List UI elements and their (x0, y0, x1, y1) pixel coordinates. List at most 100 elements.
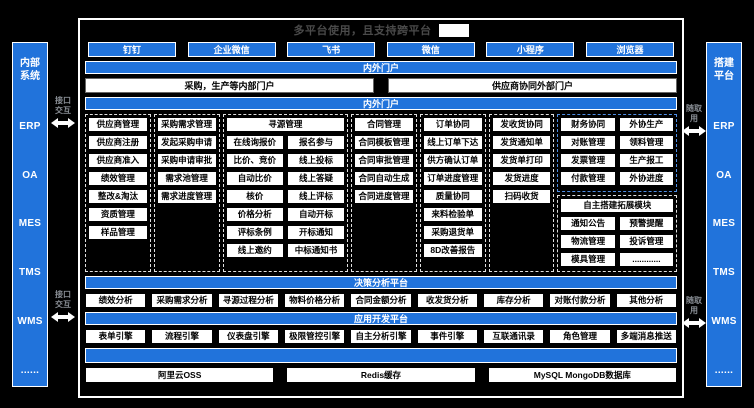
group-sourcing: 寻源管理在线询报价报名参与比价、竞价线上投标自动比价线上答疑核价线上评标价格分析… (222, 114, 349, 272)
module-item: 需求进度管理 (156, 189, 217, 204)
module-item: 中标通知书 (286, 243, 346, 258)
dev-item: 流程引擎 (151, 329, 213, 344)
module-header: 合同管理 (354, 117, 414, 132)
module-item: 发货单打印 (491, 153, 552, 168)
module-item: 整改&淘汰 (88, 189, 148, 204)
double-arrow-icon (51, 118, 75, 128)
client-platform-button: 浏览器 (585, 42, 674, 57)
module-item: 外协进度 (618, 171, 675, 186)
module-item: 资质管理 (88, 207, 148, 222)
storage-item: 阿里云OSS (85, 367, 275, 383)
module-header: 发收货协同 (491, 117, 552, 132)
module-header: 订单协同 (422, 117, 483, 132)
module-item: 发票管理 (560, 153, 616, 168)
client-platform-button: 企业微信 (187, 42, 276, 57)
group-custom-extension: 自主搭建拓展模块通知公告预警提醒物流管理投诉管理模具管理............ (557, 194, 678, 272)
dev-item: 自主分析引擎 (350, 329, 412, 344)
module-item: 质量协同 (422, 189, 483, 204)
storage-items-row: 阿里云OSS Redis缓存 MySQL MongoDB数据库 (85, 367, 677, 383)
rail-system-label: TMS (712, 267, 735, 279)
module-item: 合同自动生成 (354, 171, 414, 186)
module-item: ............ (618, 251, 675, 267)
group-items: 发货通知单发货单打印发货进度扫码收货 (491, 135, 552, 204)
double-arrow-icon (51, 312, 75, 322)
group-items: 在线询报价报名参与比价、竞价线上投标自动比价线上答疑核价线上评标价格分析自动开标… (225, 135, 346, 258)
diagram-title-row: 多平台使用，且支持跨平台 (85, 22, 677, 38)
rail-system-label: TMS (18, 267, 41, 279)
storage-item: MySQL MongoDB数据库 (487, 367, 677, 383)
module-item: 发起采购申请 (156, 135, 217, 150)
analysis-item: 物料价格分析 (283, 293, 346, 308)
module-item: 评标条例 (225, 225, 284, 240)
module-item: 来料检验单 (422, 207, 483, 222)
module-item: 投诉管理 (618, 233, 675, 249)
dev-item: 角色管理 (549, 329, 611, 344)
dev-item: 事件引擎 (416, 329, 478, 344)
module-grid: 供应商管理供应商注册供应商准入绩效管理整改&淘汰资质管理样品管理采购需求管理发起… (85, 114, 678, 272)
redacted-text-box (438, 23, 469, 37)
subcolumn-0: 财务协同对账管理发票管理付款管理 (560, 117, 616, 186)
group-shipping: 发收货协同发货通知单发货单打印发货进度扫码收货 (488, 114, 555, 272)
storage-item: Redis缓存 (286, 367, 476, 383)
connector-left-top: 接口交互 (49, 96, 77, 129)
group-contract: 合同管理合同模板管理合同审批管理合同自动生成合同进度管理 (351, 114, 417, 272)
module-item: 在线询报价 (225, 135, 284, 150)
analysis-item: 库存分析 (482, 293, 545, 308)
module-item: 扫码收货 (491, 189, 552, 204)
rail-system-label: WMS (17, 316, 43, 328)
subcolumn-1: 外协生产领料管理生产报工外协进度 (618, 117, 675, 186)
rail-system-label: ERP (19, 120, 41, 132)
module-item: 合同审批管理 (354, 153, 414, 168)
dev-item: 仪表盘引擎 (217, 329, 279, 344)
connector-label: 接口交互 (55, 290, 71, 309)
double-arrow-icon (682, 126, 706, 136)
infrastructure-bar (85, 348, 677, 363)
client-platform-button: 小程序 (486, 42, 575, 57)
module-item: 线上邀约 (225, 243, 284, 258)
group-items: 通知公告预警提醒物流管理投诉管理模具管理............ (560, 215, 675, 267)
group-items: 发起采购申请采购申请审批需求池管理需求进度管理 (156, 135, 217, 204)
module-item: 发货通知单 (491, 135, 552, 150)
analysis-platform-bar: 决策分析平台 (85, 276, 677, 289)
dev-item: 多端消息推送 (615, 329, 677, 344)
group-items: 财务协同对账管理发票管理付款管理外协生产领料管理生产报工外协进度 (560, 117, 675, 189)
group-items: 供应商注册供应商准入绩效管理整改&淘汰资质管理样品管理 (88, 135, 148, 240)
module-header: 供应商管理 (88, 117, 148, 132)
module-item: 核价 (225, 189, 284, 204)
module-item: 比价、竞价 (225, 153, 284, 168)
module-item: 预警提醒 (618, 215, 675, 231)
analysis-items-row: 绩效分析采购需求分析寻源过程分析物料价格分析合同金额分析收发货分析库存分析对账付… (85, 293, 677, 308)
connector-label: 随取用 (686, 104, 702, 123)
dev-item: 极限管控引擎 (283, 329, 346, 344)
client-platforms-row: 钉钉企业微信飞书微信小程序浏览器 (85, 42, 677, 57)
rail-system-label: ...... (714, 364, 734, 376)
module-item: 样品管理 (88, 225, 148, 240)
module-item: 线上投标 (286, 153, 346, 168)
module-item: 对账管理 (560, 135, 616, 150)
dev-platform-bar: 应用开发平台 (85, 312, 677, 325)
module-item: 价格分析 (225, 207, 284, 222)
module-item: 线上评标 (286, 189, 346, 204)
group-purchase-demand: 采购需求管理发起采购申请采购申请审批需求池管理需求进度管理 (153, 114, 220, 272)
client-platform-button: 飞书 (287, 42, 376, 57)
module-item: 模具管理 (560, 251, 616, 267)
module-item: 8D改善报告 (422, 243, 483, 258)
rail-system-label: ...... (20, 364, 40, 376)
module-header: 采购需求管理 (156, 117, 217, 132)
module-item: 开标通知 (286, 225, 346, 240)
module-item: 生产报工 (618, 153, 675, 168)
rail-system-label: OA (716, 169, 732, 181)
module-header: 外协生产 (618, 117, 675, 132)
analysis-item: 寻源过程分析 (217, 293, 279, 308)
main-frame: 多平台使用，且支持跨平台 钉钉企业微信飞书微信小程序浏览器 内外门户 采购，生产… (78, 18, 684, 398)
dev-item: 表单引擎 (85, 329, 147, 344)
module-item: 发货进度 (491, 171, 552, 186)
rail-system-label: ERP (713, 120, 735, 132)
module-item: 供方确认订单 (422, 153, 483, 168)
group-supplier: 供应商管理供应商注册供应商准入绩效管理整改&淘汰资质管理样品管理 (85, 114, 151, 272)
group-items: 合同模板管理合同审批管理合同自动生成合同进度管理 (354, 135, 414, 204)
